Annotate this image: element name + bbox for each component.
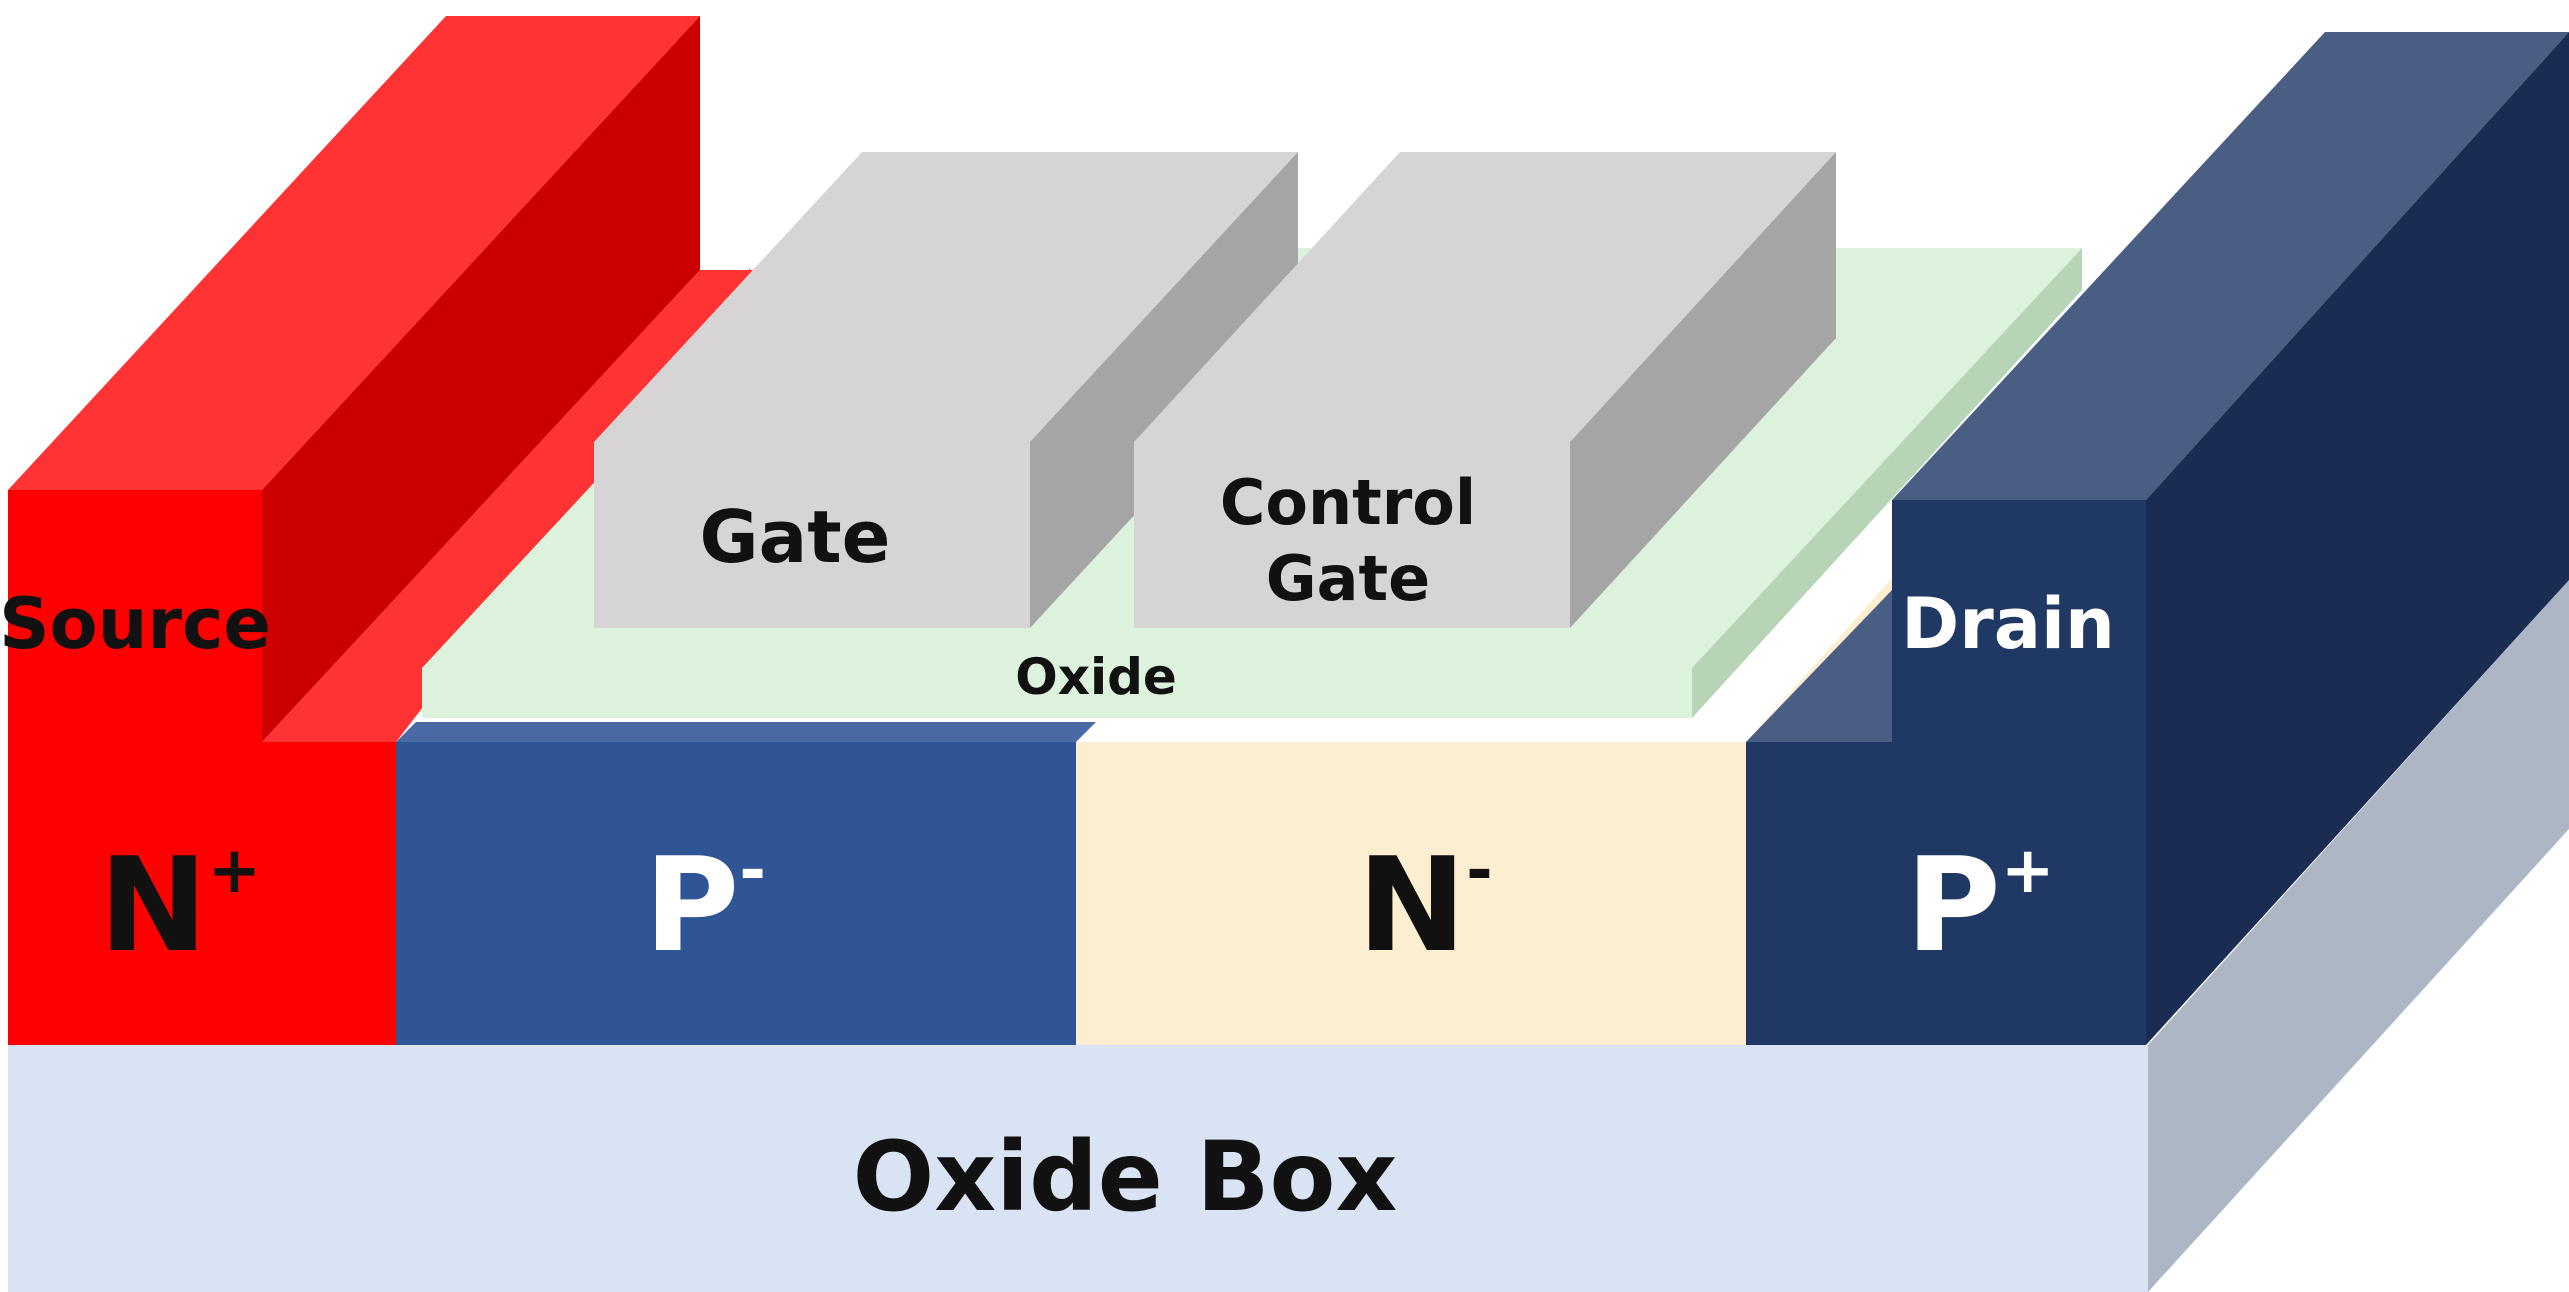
p-minus-label: P- <box>644 829 766 981</box>
n-minus-region <box>1076 742 1746 1045</box>
n-plus-region <box>8 742 396 1045</box>
gate[interactable] <box>594 152 1298 628</box>
n-plus-base: N <box>99 829 208 981</box>
gate-front <box>594 442 1030 628</box>
source-step-top <box>262 270 760 742</box>
p-minus-top <box>396 722 1096 742</box>
oxide-box-side <box>2148 580 2569 1292</box>
gate-top <box>594 152 1298 442</box>
p-minus-base: P <box>644 829 739 981</box>
oxide-box-label: Oxide Box <box>853 1121 1398 1233</box>
control-gate-label-line1: Control <box>1220 466 1476 539</box>
n-plus-label: N+ <box>99 829 261 981</box>
drain[interactable] <box>1892 32 2569 1045</box>
p-plus-label: P+ <box>1906 829 2055 981</box>
source-front <box>8 490 262 742</box>
p-plus-region <box>1746 742 2146 1045</box>
source-side <box>262 16 700 742</box>
p-minus-region <box>396 742 1076 1045</box>
control-gate-side <box>1570 152 1836 628</box>
drain-label: Drain <box>1901 583 2115 665</box>
oxide-box <box>8 580 2569 1292</box>
p-plus-base: P <box>1906 829 2001 981</box>
n-minus-label: N- <box>1357 829 1492 981</box>
oxide-label: Oxide <box>1015 648 1177 706</box>
drain-top <box>1892 32 2569 500</box>
drain-step-top <box>1746 590 1892 742</box>
gate-label: Gate <box>700 495 891 579</box>
p-minus-sup: - <box>739 834 766 908</box>
oxide-front <box>422 668 1692 718</box>
control-gate-label-line2: Gate <box>1266 542 1430 615</box>
drain-side <box>2146 32 2569 1045</box>
oxide-box-front <box>8 1045 2148 1292</box>
source-top <box>8 16 700 490</box>
oxide-side <box>1692 248 2082 718</box>
control-gate[interactable] <box>1134 152 1836 628</box>
source[interactable] <box>8 16 700 742</box>
control-gate-front <box>1134 442 1570 628</box>
n-minus-sup: - <box>1466 834 1493 908</box>
drain-front <box>1892 500 2146 742</box>
n-plus-sup: + <box>208 834 262 908</box>
gate-side <box>1030 152 1298 628</box>
p-plus-sup: + <box>2001 834 2055 908</box>
n-minus-base: N <box>1357 829 1466 981</box>
source-label: Source <box>0 583 271 665</box>
control-gate-top <box>1134 152 1836 442</box>
